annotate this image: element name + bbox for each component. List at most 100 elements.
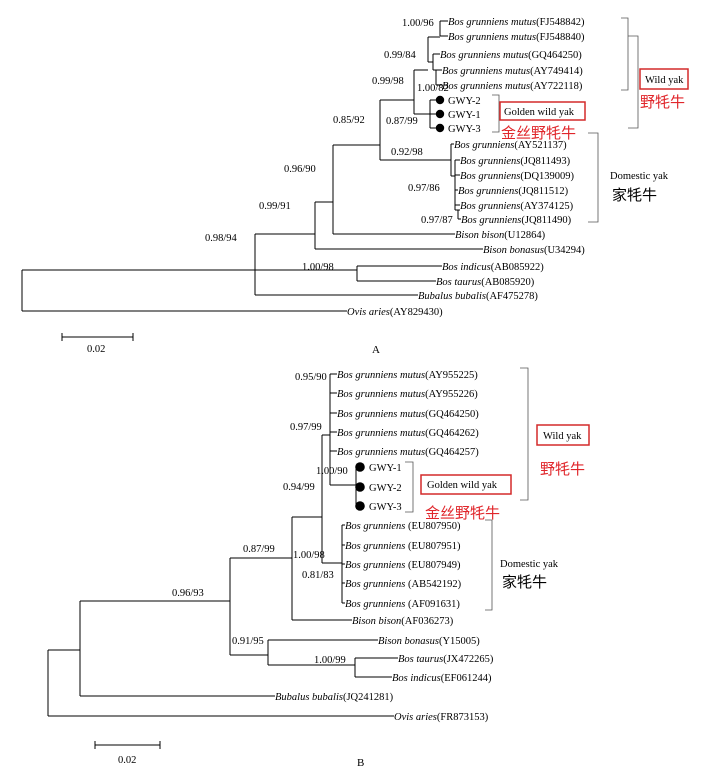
support-value: 0.95/90 — [295, 372, 327, 383]
sample-marker-dot — [355, 482, 365, 492]
sample-marker-dot — [355, 462, 365, 472]
tip-label: GWY-3 — [369, 502, 402, 513]
tip-label: Bison bonasus(U34294) — [483, 245, 585, 256]
support-value: 1.00/99 — [314, 655, 346, 666]
tip-label: Bos grunniens(JQ811490) — [461, 215, 572, 226]
support-value: 0.99/84 — [384, 50, 417, 61]
wild-yak-label: Wild yak — [645, 75, 684, 86]
tip-label: Bos taurus(AB085920) — [436, 277, 535, 288]
golden-wild-yak-bracket — [405, 461, 414, 513]
wild-yak-label-zh: 野牦牛 — [640, 93, 685, 111]
tip-label: GWY-1 — [369, 463, 402, 474]
golden-wild-yak-label-box — [499, 101, 586, 121]
tip-label: Bos indicus(AB085922) — [442, 262, 544, 273]
panel-label: B — [357, 757, 364, 769]
tree-a-tips: Bos grunniens mutus(FJ548842) Bos grunni… — [347, 17, 585, 318]
support-value: 0.91/95 — [232, 636, 264, 647]
support-value: 1.00/82 — [417, 83, 449, 94]
tip-label: Bison bison(U12864) — [455, 230, 546, 241]
golden-wild-yak-label-zh: 金丝野牦牛 — [425, 504, 500, 522]
tip-label: Bos grunniens (EU807950) — [345, 521, 461, 532]
support-value: 1.00/96 — [402, 18, 434, 29]
tip-label: Bubalus bubalis(AF475278) — [418, 291, 538, 302]
support-value: 1.00/98 — [293, 550, 325, 561]
scale-bar-label: 0.02 — [118, 755, 136, 766]
wild-yak-label-box — [536, 424, 590, 446]
support-value: 0.99/98 — [372, 76, 404, 87]
tip-label: Bos taurus(JX472265) — [398, 654, 494, 665]
sample-marker-dot — [435, 109, 445, 119]
wild-yak-outer-bracket — [628, 35, 639, 129]
tip-label: Bos grunniens(JQ811493) — [460, 156, 571, 167]
tree-b-scale-bar: 0.02 — [94, 741, 161, 766]
support-value: 0.85/92 — [333, 115, 365, 126]
golden-wild-yak-bracket — [492, 94, 500, 133]
tip-label: Bos grunniens mutus(GQ464250) — [440, 50, 582, 61]
scale-bar-label: 0.02 — [87, 344, 105, 355]
support-value: 0.97/99 — [290, 422, 322, 433]
tip-label: Bison bonasus(Y15005) — [378, 636, 480, 647]
support-value: 0.92/98 — [391, 147, 423, 158]
tip-label: Bos grunniens mutus(AY749414) — [442, 66, 583, 77]
support-value: 0.87/99 — [243, 544, 275, 555]
support-value: 0.87/99 — [386, 116, 418, 127]
tip-label: Bos grunniens(AY374125) — [460, 201, 574, 212]
tip-label: Bos grunniens mutus(FJ548842) — [448, 17, 585, 28]
support-value: 0.99/91 — [259, 201, 291, 212]
tip-label: Bos grunniens mutus(AY955225) — [337, 370, 478, 381]
tip-label: Bos grunniens mutus(FJ548840) — [448, 32, 585, 43]
domestic-yak-label-zh: 家牦牛 — [612, 186, 657, 204]
sample-marker-dot — [435, 123, 445, 133]
support-value: 0.94/99 — [283, 482, 315, 493]
wild-yak-label-zh: 野牦牛 — [540, 460, 585, 478]
support-value: 1.00/98 — [302, 262, 334, 273]
support-value: 0.96/90 — [284, 164, 316, 175]
tip-label: Bos grunniens mutus(GQ464257) — [337, 447, 479, 458]
tip-label: Bos grunniens mutus(AY955226) — [337, 389, 478, 400]
sample-marker-dot — [355, 501, 365, 511]
tip-label: Ovis aries(AY829430) — [347, 307, 443, 318]
tree-b-branches — [47, 373, 398, 717]
tree-b-tips: Bos grunniens mutus(AY955225) Bos grunni… — [275, 370, 494, 723]
tree-b-support-values: 0.95/90 0.97/99 1.00/90 0.94/99 1.00/98 … — [172, 372, 348, 666]
tip-label: GWY-2 — [448, 96, 481, 107]
tree-a-scale-bar: 0.02 — [61, 333, 134, 355]
tip-label: Ovis aries(FR873153) — [394, 712, 489, 723]
domestic-yak-label: Domestic yak — [610, 171, 669, 182]
tip-label: Bos grunniens(JQ811512) — [458, 186, 569, 197]
tip-label: GWY-2 — [369, 483, 402, 494]
tree-b: Bos grunniens mutus(AY955225) Bos grunni… — [47, 367, 590, 769]
golden-wild-yak-label-box — [420, 474, 512, 495]
tree-b-group-annotations: Wild yak 野牦牛 Golden wild yak 金丝野牦牛 Domes… — [405, 367, 590, 611]
tip-label: Bos grunniens (EU807951) — [345, 541, 461, 552]
tip-label: Bos grunniens mutus(AY722118) — [442, 81, 583, 92]
support-value: 1.00/90 — [316, 466, 348, 477]
tip-label: Bos grunniens (AB542192) — [345, 579, 462, 590]
support-value: 0.97/86 — [408, 183, 440, 194]
tree-a-group-annotations: Wild yak 野牦牛 Golden wild yak 金丝野牦牛 Domes… — [492, 17, 689, 223]
wild-yak-label-box — [639, 68, 689, 90]
support-value: 0.96/93 — [172, 588, 204, 599]
domestic-yak-label-zh: 家牦牛 — [502, 573, 547, 591]
support-value: 0.81/83 — [302, 570, 334, 581]
domestic-yak-bracket — [588, 132, 599, 223]
golden-wild-yak-label-zh: 金丝野牦牛 — [501, 124, 576, 142]
tip-label: Bos grunniens(DQ139009) — [460, 171, 575, 182]
tip-label: Bubalus bubalis(JQ241281) — [275, 692, 394, 703]
tree-a: Bos grunniens mutus(FJ548842) Bos grunni… — [21, 17, 689, 356]
tip-label: Bos grunniens mutus(GQ464250) — [337, 409, 479, 420]
tip-label: Bos grunniens mutus(GQ464262) — [337, 428, 479, 439]
tip-label: Bos grunniens(AY521137) — [454, 140, 567, 151]
tip-label: GWY-3 — [448, 124, 481, 135]
golden-wild-yak-label: Golden wild yak — [504, 107, 575, 118]
domestic-yak-label: Domestic yak — [500, 559, 559, 570]
tip-label: Bos indicus(EF061244) — [392, 673, 492, 684]
tip-label: GWY-1 — [448, 110, 481, 121]
tree-a-support-values: 1.00/96 0.99/84 1.00/82 0.99/98 0.87/99 … — [205, 18, 453, 273]
tip-label: Bison bison(AF036273) — [352, 616, 454, 627]
panel-label: A — [372, 344, 380, 356]
sample-marker-dot — [435, 95, 445, 105]
wild-yak-label: Wild yak — [543, 431, 582, 442]
tree-a-branches — [21, 20, 483, 312]
